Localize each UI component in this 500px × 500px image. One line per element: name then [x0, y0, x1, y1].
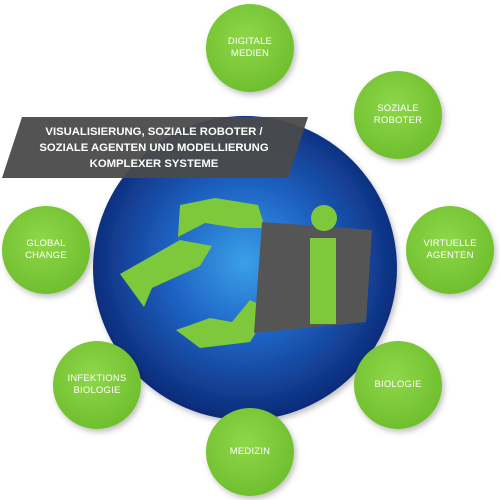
logo-i-letter: [310, 205, 337, 324]
central-globe: [93, 116, 397, 420]
diagram-title: VISUALISIERUNG, SOZIALE ROBOTER / SOZIAL…: [39, 126, 269, 170]
topic-circle-virtuelle-agenten[interactable]: [406, 206, 494, 294]
title-banner: [2, 117, 308, 178]
logo-chevrons: [120, 198, 270, 348]
topic-circle-medizin[interactable]: [206, 408, 294, 496]
topic-label-soziale-roboter: SOZIALE ROBOTER: [373, 103, 423, 126]
topic-circle-infektionsbiologie[interactable]: [53, 341, 141, 429]
topic-circle-digitale-medien[interactable]: [206, 4, 294, 92]
topic-label-global-change: GLOBAL CHANGE: [25, 238, 67, 261]
topic-label-medizin: MEDIZIN: [229, 446, 271, 457]
topic-circle-global-change[interactable]: [2, 206, 90, 294]
topic-label-biologie: BIOLOGIE: [374, 379, 422, 390]
topic-label-infektionsbiologie: INFEKTIONS BIOLOGIE: [67, 373, 127, 396]
topic-label-virtuelle-agenten: VIRTUELLE AGENTEN: [423, 238, 477, 261]
topic-circle-biologie[interactable]: [354, 341, 442, 429]
topic-label-digitale-medien: DIGITALE MEDIEN: [227, 36, 273, 59]
topic-circle-soziale-roboter[interactable]: [354, 71, 442, 159]
